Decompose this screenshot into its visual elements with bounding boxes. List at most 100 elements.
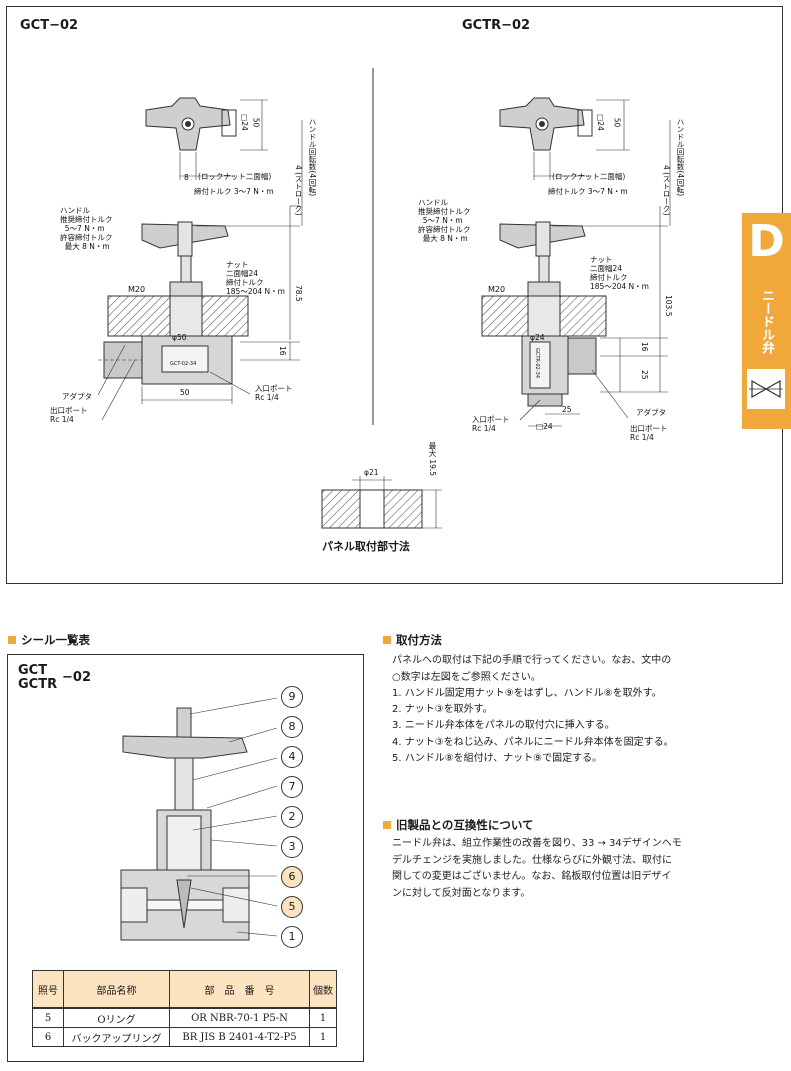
callout-6: 6	[281, 866, 303, 888]
gct-dim-50-bottom: 50	[180, 388, 190, 397]
cell-ref-no: 5	[32, 1007, 64, 1028]
cell-part-number: BR JIS B 2401-4-T2-P5	[169, 1027, 310, 1047]
gct-dim-8: 8	[184, 173, 189, 182]
section-letter: D	[748, 216, 785, 267]
compat-section-heading: 旧製品との互換性について	[383, 817, 534, 833]
gctr-valve-body	[521, 335, 597, 407]
section-tab-text: ニードル弁	[759, 288, 774, 354]
mounting-step: 4. ナット③をねじ込み、パネルにニードル弁本体を固定する。	[392, 736, 674, 748]
gctr-dim-25-vertical: 25	[640, 370, 649, 380]
parts-table-header: 照号 部品名称 部 品 番 号 個数	[32, 970, 337, 1009]
gct-panel-left	[107, 295, 171, 337]
bullet-square-icon	[8, 636, 16, 644]
seal-model-gct: GCT	[18, 663, 48, 678]
cell-quantity: 1	[309, 1007, 337, 1028]
gct-handle-top-view	[145, 97, 231, 151]
compat-line: デルチェンジを実施しました。仕様ならびに外観寸法、取付に	[392, 854, 672, 866]
header-part-name: 部品名称	[63, 970, 170, 1009]
callout-4: 4	[281, 746, 303, 768]
mounting-section-heading: 取付方法	[383, 632, 442, 648]
gct-handle-side	[141, 221, 229, 297]
gctr-panel-right	[559, 295, 607, 337]
gctr-title: GCTR−02	[462, 18, 531, 33]
cell-part-name: Oリング	[63, 1007, 170, 1028]
gctr-handle-rotation-label: ハンドル回転数(4回転)	[676, 118, 685, 197]
compat-line: ニードル弁は、組立作業性の改善を図り、33 → 34デザインへモ	[392, 838, 682, 849]
gctr-m20-label: M20	[488, 285, 506, 294]
cell-ref-no: 6	[32, 1027, 64, 1047]
mounting-intro: パネルへの取付は下記の手順で行ってください。なお、文中の ○数字は左図をご参照く…	[392, 653, 671, 686]
gct-handle-label: ハンドル 推奨締付トルク 5～7 N・m 許容締付トルク 最大 8 N・m	[60, 206, 113, 251]
mounting-intro-line: ○数字は左図をご参照ください。	[392, 671, 541, 683]
gctr-dim-sq24: □24	[595, 114, 605, 131]
mounting-section-title: 取付方法	[396, 633, 442, 647]
callout-7: 7	[281, 776, 303, 798]
gct-panel-right	[201, 295, 249, 337]
compat-section-title: 旧製品との互換性について	[396, 818, 534, 832]
gct-outlet-port-label: 出口ポート Rc 1/4	[50, 406, 88, 424]
gct-valve-body	[98, 335, 233, 385]
panel-cutout-caption: パネル取付部寸法	[322, 540, 410, 553]
seal-section-heading: シール一覧表	[8, 632, 90, 648]
compat-line: ンに対して反対面となります。	[392, 887, 531, 899]
callout-3: 3	[281, 836, 303, 858]
gctr-locknut-label: (ロックナット二面幅)	[552, 172, 626, 181]
gct-inlet-port-label: 入口ポート Rc 1/4	[255, 384, 293, 402]
gct-nut-label: ナット 二面幅24 締付トルク 185～204 N・m	[226, 260, 285, 296]
gctr-torque-label: 締付トルク 3～7 N・m	[548, 187, 628, 196]
gct-locknut-label: (ロックナット二面幅)	[198, 172, 272, 181]
gctr-dim-103-5: 103.5	[664, 295, 673, 317]
gct-torque-label: 締付トルク 3～7 N・m	[194, 187, 274, 196]
bullet-square-icon	[383, 821, 391, 829]
gctr-dim-sq24-bottom: □24	[536, 422, 553, 431]
mounting-step: 5. ハンドル⑧を組付け、ナット⑨で固定する。	[392, 752, 603, 764]
cell-part-number: OR NBR-70-1 P5-N	[169, 1007, 310, 1028]
gct-dim-16: 16	[278, 346, 287, 356]
gctr-dim-50: 50	[612, 117, 622, 128]
gctr-adapter-label: アダプタ	[636, 408, 666, 417]
dimension-drawing	[97, 68, 671, 529]
callout-8: 8	[281, 716, 303, 738]
seal-model-gctr: GCTR	[18, 677, 58, 692]
gctr-dim-25-horizontal: 25	[562, 405, 572, 414]
gct-dim-78-5: 78.5	[294, 285, 303, 302]
gct-nameplate: GCT-02-34	[170, 361, 197, 367]
table-row: 6 バックアップリング BR JIS B 2401-4-T2-P5 1	[32, 1027, 337, 1047]
callout-1: 1	[281, 926, 303, 948]
header-ref-no: 照号	[32, 970, 64, 1009]
needle-valve-symbol-icon	[747, 369, 785, 409]
mounting-steps: 1. ハンドル固定用ナット⑨をはずし、ハンドル⑧を取外す。 2. ナット③を取外…	[392, 686, 674, 767]
gctr-handle-side	[499, 221, 586, 297]
mounting-intro-line: パネルへの取付は下記の手順で行ってください。なお、文中の	[392, 655, 672, 666]
gctr-inlet-port-label: 入口ポート Rc 1/4	[472, 415, 510, 433]
gct-dim-phi50: φ50	[172, 333, 187, 342]
seal-section-title: シール一覧表	[21, 633, 90, 647]
gct-m20-label: M20	[128, 285, 146, 294]
cell-part-name: バックアップリング	[63, 1027, 170, 1047]
seal-model-names: GCT GCTR	[18, 664, 57, 692]
gctr-dim-phi24: φ24	[530, 333, 545, 342]
panel-dim-phi21: φ21	[364, 468, 379, 477]
gctr-panel-left	[481, 295, 529, 337]
seal-sectional-drawing	[120, 697, 278, 941]
seal-model-suffix: −02	[62, 670, 91, 685]
gct-dim-sq24: □24	[239, 114, 249, 131]
compat-line: 関しての変更はございません。なお、銘板取付位置は旧デザイ	[392, 871, 672, 882]
panel-cutout-detail	[321, 489, 423, 529]
table-row: 5 Oリング OR NBR-70-1 P5-N 1	[32, 1007, 337, 1028]
gct-stroke-label: 4 (ストローク)	[294, 165, 303, 216]
mounting-step: 3. ニードル弁本体をパネルの取付穴に挿入する。	[392, 720, 615, 732]
gctr-nameplate: GCTR-02-34	[534, 348, 540, 379]
panel-dim-max19-5: 最大 19.5	[428, 442, 437, 477]
gctr-outlet-port-label: 出口ポート Rc 1/4	[630, 424, 668, 442]
gct-adapter-label: アダプタ	[62, 392, 92, 401]
mounting-step: 2. ナット③を取外す。	[392, 704, 493, 716]
mounting-step: 1. ハンドル固定用ナット⑨をはずし、ハンドル⑧を取外す。	[392, 688, 662, 699]
callout-5: 5	[281, 896, 303, 918]
gctr-nut-label: ナット 二面幅24 締付トルク 185～204 N・m	[590, 255, 649, 291]
gctr-stroke-label: 4 (ストローク)	[662, 165, 671, 216]
callout-2: 2	[281, 806, 303, 828]
header-part-number: 部 品 番 号	[169, 970, 310, 1009]
header-quantity: 個数	[309, 970, 337, 1009]
bullet-square-icon	[383, 636, 391, 644]
